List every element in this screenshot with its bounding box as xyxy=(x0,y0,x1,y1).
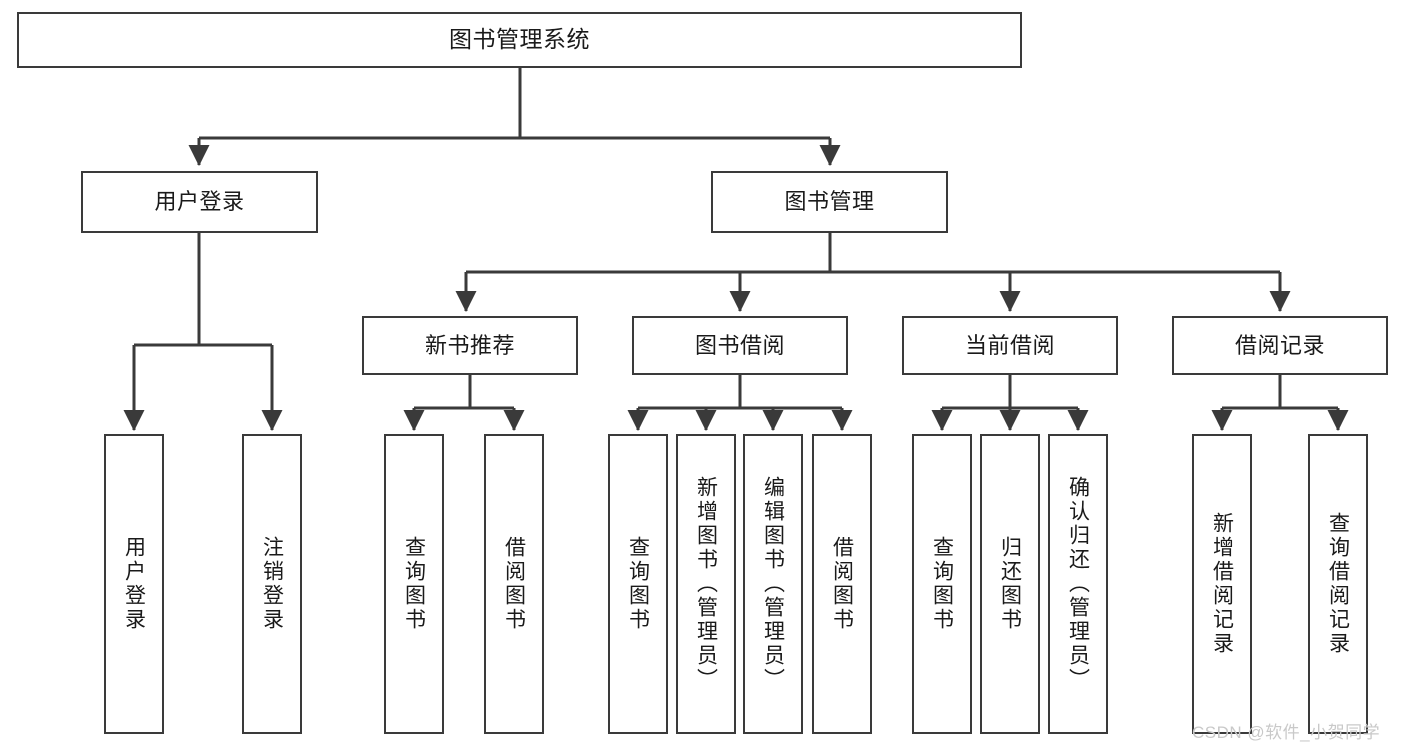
node-label: 借阅记录 xyxy=(1234,332,1325,358)
node-label: 借阅图书 xyxy=(502,536,526,632)
node-label: 借阅图书 xyxy=(830,536,854,632)
leaf-return-book[interactable]: 归还图书 xyxy=(980,434,1040,734)
node-label: 查询图书 xyxy=(930,536,954,632)
leaf-edit-book-admin[interactable]: 编辑图书（管理员） xyxy=(743,434,803,734)
node-label: 编辑图书（管理员） xyxy=(761,476,785,692)
node-label: 确认归还（管理员） xyxy=(1066,476,1090,692)
node-label: 注销登录 xyxy=(260,536,284,632)
node-new-book-recommend[interactable]: 新书推荐 xyxy=(362,316,578,375)
node-book-management[interactable]: 图书管理 xyxy=(711,171,948,233)
node-label: 用户登录 xyxy=(122,536,146,632)
node-label: 新增图书（管理员） xyxy=(694,476,718,692)
leaf-logout[interactable]: 注销登录 xyxy=(242,434,302,734)
leaf-query-book-borrow[interactable]: 查询图书 xyxy=(608,434,668,734)
node-label: 图书管理 xyxy=(784,189,875,215)
leaf-query-borrow-record[interactable]: 查询借阅记录 xyxy=(1308,434,1368,734)
node-user-login[interactable]: 用户登录 xyxy=(81,171,318,233)
node-current-borrow[interactable]: 当前借阅 xyxy=(902,316,1118,375)
node-label: 用户登录 xyxy=(154,189,245,215)
node-root-system[interactable]: 图书管理系统 xyxy=(17,12,1022,68)
leaf-confirm-return-admin[interactable]: 确认归还（管理员） xyxy=(1048,434,1108,734)
node-label: 新书推荐 xyxy=(424,332,515,358)
node-label: 图书借阅 xyxy=(694,332,785,358)
node-label: 图书管理系统 xyxy=(449,26,590,53)
leaf-borrow-book[interactable]: 借阅图书 xyxy=(812,434,872,734)
leaf-add-borrow-record[interactable]: 新增借阅记录 xyxy=(1192,434,1252,734)
node-label: 当前借阅 xyxy=(964,332,1055,358)
node-label: 查询借阅记录 xyxy=(1326,512,1350,656)
leaf-borrow-book-recommend[interactable]: 借阅图书 xyxy=(484,434,544,734)
node-label: 查询图书 xyxy=(626,536,650,632)
leaf-query-book-current[interactable]: 查询图书 xyxy=(912,434,972,734)
leaf-user-login[interactable]: 用户登录 xyxy=(104,434,164,734)
node-book-borrow[interactable]: 图书借阅 xyxy=(632,316,848,375)
node-label: 归还图书 xyxy=(998,536,1022,632)
leaf-query-book-recommend[interactable]: 查询图书 xyxy=(384,434,444,734)
node-borrow-record[interactable]: 借阅记录 xyxy=(1172,316,1388,375)
leaf-add-book-admin[interactable]: 新增图书（管理员） xyxy=(676,434,736,734)
node-label: 查询图书 xyxy=(402,536,426,632)
node-label: 新增借阅记录 xyxy=(1210,512,1234,656)
csdn-watermark: CSDN @软件_小贺同学 xyxy=(1192,723,1381,742)
